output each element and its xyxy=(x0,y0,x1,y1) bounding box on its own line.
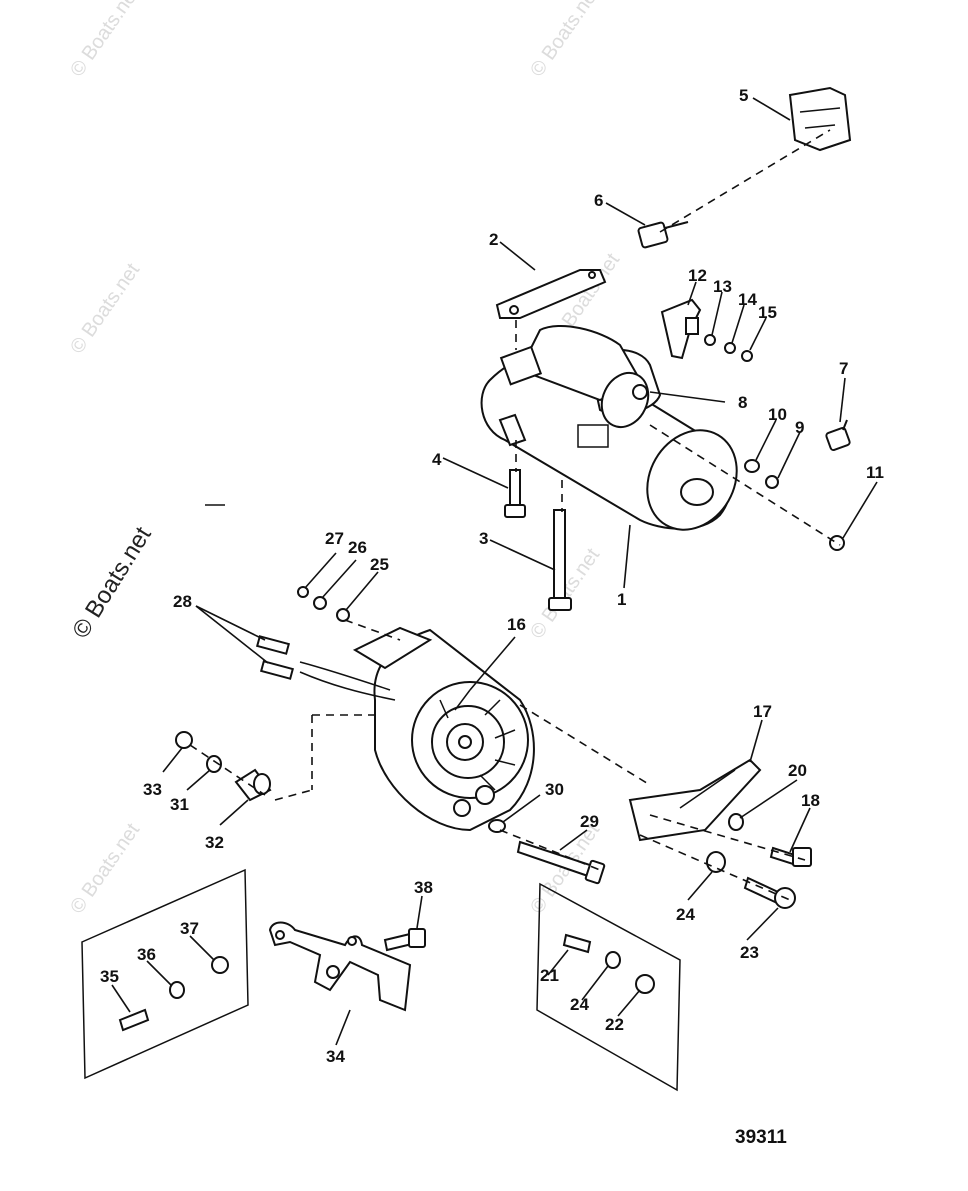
wire-connectors-part-28 xyxy=(255,635,396,701)
watermark-mid-left: © Boats.net xyxy=(66,259,144,358)
callout-2: 2 xyxy=(489,230,498,249)
starter-alignment-lines xyxy=(515,129,841,546)
inset-right xyxy=(536,882,681,1092)
callout-24-main: 24 xyxy=(676,905,695,924)
hardware-23-24 xyxy=(706,851,796,909)
callout-12: 12 xyxy=(688,266,707,285)
leader-lines xyxy=(111,97,878,1046)
callout-6: 6 xyxy=(594,191,603,210)
hardware-25-26-27 xyxy=(297,586,350,622)
callout-34: 34 xyxy=(326,1047,345,1066)
watermark-lower-left: © Boats.net xyxy=(66,819,144,918)
callout-10: 10 xyxy=(768,405,787,424)
strap-part-2 xyxy=(495,269,607,319)
callout-13: 13 xyxy=(713,277,732,296)
bolt-part-38 xyxy=(383,928,426,952)
callout-9: 9 xyxy=(795,418,804,437)
callout-38: 38 xyxy=(414,878,433,897)
hardware-9-10-11 xyxy=(744,459,845,551)
inset-left xyxy=(81,868,249,1080)
watermark-large-left: © Boats.net xyxy=(67,522,157,643)
callout-27: 27 xyxy=(325,529,344,548)
callout-30: 30 xyxy=(545,780,564,799)
post-part-8 xyxy=(632,384,648,400)
bolt-part-6 xyxy=(637,221,689,249)
washers-13-14-15 xyxy=(704,334,753,362)
callout-11: 11 xyxy=(866,463,884,482)
callout-14: 14 xyxy=(738,290,757,309)
callout-26: 26 xyxy=(348,538,367,557)
callout-numbers: 5 6 2 12 13 14 15 8 7 10 9 11 4 3 1 27 2… xyxy=(100,86,884,1066)
callout-5: 5 xyxy=(739,86,748,105)
adjusting-bracket-part-17 xyxy=(628,758,762,842)
callout-23: 23 xyxy=(740,943,759,962)
bracket-part-34 xyxy=(268,921,412,1012)
spacer-hardware-31-32-33 xyxy=(175,731,272,802)
callout-7: 7 xyxy=(839,359,848,378)
callout-29: 29 xyxy=(580,812,599,831)
callout-4: 4 xyxy=(432,450,442,469)
callout-32: 32 xyxy=(205,833,224,852)
callout-31: 31 xyxy=(170,795,189,814)
callout-24-inset: 24 xyxy=(570,995,589,1014)
watermark-top-center: © Boats.net xyxy=(526,0,604,81)
callout-37: 37 xyxy=(180,919,199,938)
callout-35: 35 xyxy=(100,967,119,986)
callout-25: 25 xyxy=(370,555,389,574)
callout-16: 16 xyxy=(507,615,526,634)
hardware-18-20 xyxy=(728,813,812,867)
callout-15: 15 xyxy=(758,303,777,322)
callout-17: 17 xyxy=(753,702,772,721)
callout-18: 18 xyxy=(801,791,820,810)
terminal-part-12 xyxy=(660,298,702,360)
callout-3: 3 xyxy=(479,529,488,548)
callout-21: 21 xyxy=(540,966,559,985)
callout-36: 36 xyxy=(137,945,156,964)
alternator xyxy=(352,626,535,832)
callout-1: 1 xyxy=(617,590,626,609)
alternator-alignment-lines xyxy=(189,619,806,901)
bolt-part-4 xyxy=(504,469,526,518)
callout-8: 8 xyxy=(738,393,747,412)
bracket-part-5 xyxy=(788,86,852,152)
long-bolt-part-3 xyxy=(548,509,572,611)
callout-28: 28 xyxy=(173,592,192,611)
bolt-part-7 xyxy=(825,419,851,452)
watermark-top-left: © Boats.net xyxy=(66,0,144,81)
figure-number: 39311 xyxy=(735,1127,787,1148)
callout-22: 22 xyxy=(605,1015,624,1034)
callout-20: 20 xyxy=(788,761,807,780)
callout-33: 33 xyxy=(143,780,162,799)
